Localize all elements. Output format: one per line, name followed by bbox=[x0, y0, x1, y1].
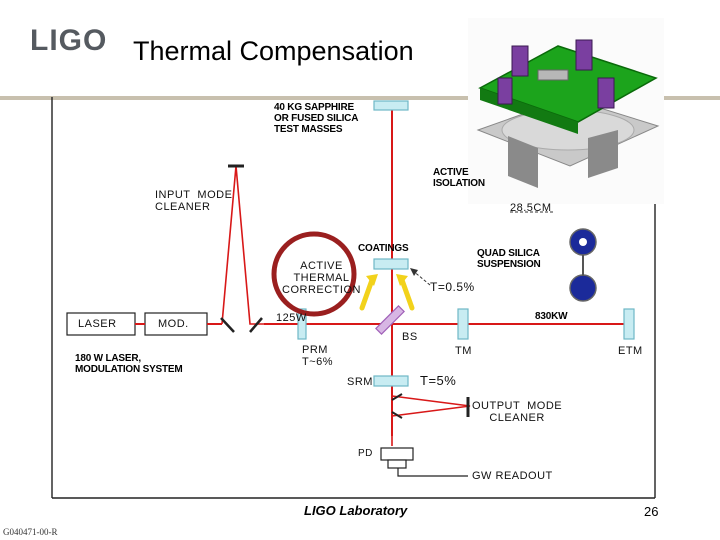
test-mass-top-optic bbox=[373, 100, 409, 111]
photo-block-2 bbox=[575, 39, 593, 71]
label-bs: BS bbox=[402, 331, 418, 343]
prm-optic bbox=[297, 308, 307, 340]
label-t5: T=5% bbox=[420, 373, 457, 388]
readout-line bbox=[397, 468, 468, 477]
imc-left-mirror bbox=[220, 317, 235, 333]
photo-leg-right bbox=[588, 130, 618, 178]
footer-lab-name: LIGO Laboratory bbox=[304, 503, 408, 518]
srm-optic bbox=[373, 375, 409, 387]
suspension-glyphs bbox=[569, 228, 597, 302]
label-coatings: COATINGS bbox=[358, 243, 409, 254]
label-mod: MOD. bbox=[158, 318, 189, 330]
yellow-arrowhead-left bbox=[366, 274, 378, 286]
label-tm: TM bbox=[455, 345, 472, 357]
label-thermal-correction: ACTIVE THERMAL CORRECTION bbox=[282, 260, 361, 297]
callout-t05-arrowhead bbox=[410, 268, 418, 276]
label-prm: PRM T~6% bbox=[302, 344, 334, 369]
photo-block-3 bbox=[597, 77, 615, 109]
label-gw-readout: GW READOUT bbox=[472, 470, 553, 482]
omc-lower-mirror bbox=[391, 411, 403, 419]
yellow-arrowhead-right bbox=[396, 274, 408, 286]
highlight-ring bbox=[271, 231, 357, 317]
pd-box bbox=[380, 447, 414, 461]
photo-block-1 bbox=[511, 45, 529, 77]
yellow-arrow-left bbox=[359, 277, 375, 311]
label-laser-system: 180 W LASER, MODULATION SYSTEM bbox=[75, 353, 183, 375]
label-diameter: 28.5CM bbox=[510, 202, 552, 214]
coating-optic bbox=[373, 258, 409, 270]
label-830kw: 830KW bbox=[535, 311, 568, 322]
itm-optic bbox=[457, 308, 469, 340]
imc-right-mirror bbox=[249, 317, 263, 333]
label-active-isolation: ACTIVE ISOLATION bbox=[433, 167, 485, 189]
label-pd: PD bbox=[358, 448, 373, 459]
yellow-arrow-right bbox=[399, 277, 415, 311]
suspension-circle-top-center bbox=[579, 238, 587, 246]
label-t05: T=0.5% bbox=[430, 280, 475, 294]
callout-t05 bbox=[411, 269, 431, 286]
document-code: G040471-00-R bbox=[3, 527, 58, 537]
label-laser: LASER bbox=[78, 318, 117, 330]
beamsplitter-optic bbox=[375, 305, 405, 335]
photo-leg-left bbox=[508, 136, 538, 188]
header-divider bbox=[0, 96, 720, 100]
active-isolation-photo bbox=[468, 18, 664, 204]
photo-plate-piece bbox=[537, 69, 569, 81]
pd-base bbox=[387, 459, 407, 469]
label-test-masses: 40 KG SAPPHIRE OR FUSED SILICA TEST MASS… bbox=[274, 102, 359, 135]
beam-output-mode-cleaner bbox=[391, 395, 471, 417]
label-125w: 125W bbox=[276, 312, 307, 324]
page-number: 26 bbox=[644, 504, 659, 519]
slide-title: Thermal Compensation bbox=[133, 36, 414, 66]
label-etm: ETM bbox=[618, 345, 643, 357]
suspension-circle-bottom bbox=[569, 274, 597, 302]
etm-optic bbox=[623, 308, 635, 340]
photo-block-4 bbox=[497, 77, 513, 105]
omc-upper-mirror bbox=[391, 393, 403, 401]
label-quad-silica: QUAD SILICA SUSPENSION bbox=[477, 248, 541, 270]
label-input-mode-cleaner: INPUT MODE CLEANER bbox=[155, 189, 233, 214]
ligo-logo: LIGO bbox=[30, 24, 108, 57]
label-output-mode-cleaner: OUTPUT MODE CLEANER bbox=[472, 400, 563, 425]
label-srm: SRM bbox=[347, 376, 373, 388]
